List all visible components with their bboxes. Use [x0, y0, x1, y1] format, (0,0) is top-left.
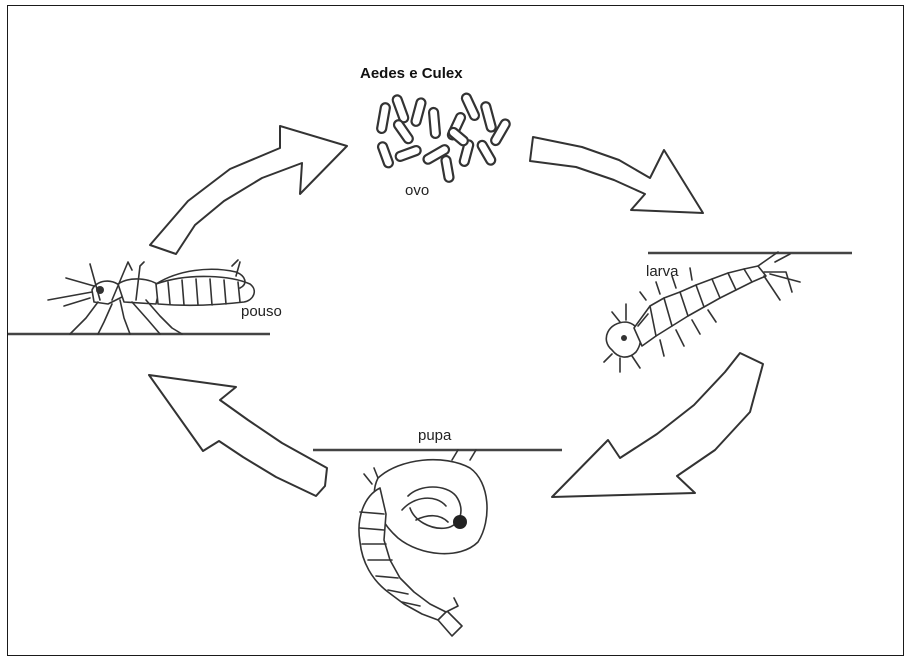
- pupa-illustration: [359, 450, 487, 636]
- stage-label-adult: pouso: [241, 304, 282, 319]
- arrow-pupa-to-adult: [149, 375, 327, 496]
- diagram-title: Aedes e Culex: [360, 66, 463, 81]
- mosquito-illustration: [48, 260, 254, 334]
- arrow-egg-to-larva: [530, 137, 703, 213]
- eggs-illustration: [376, 92, 511, 182]
- stage-label-larva: larva: [646, 264, 679, 279]
- arrow-adult-to-egg: [150, 126, 347, 254]
- arrow-larva-to-pupa: [552, 353, 763, 497]
- stage-label-egg: ovo: [405, 183, 429, 198]
- larva-illustration: [604, 252, 800, 372]
- stage-label-pupa: pupa: [418, 428, 451, 443]
